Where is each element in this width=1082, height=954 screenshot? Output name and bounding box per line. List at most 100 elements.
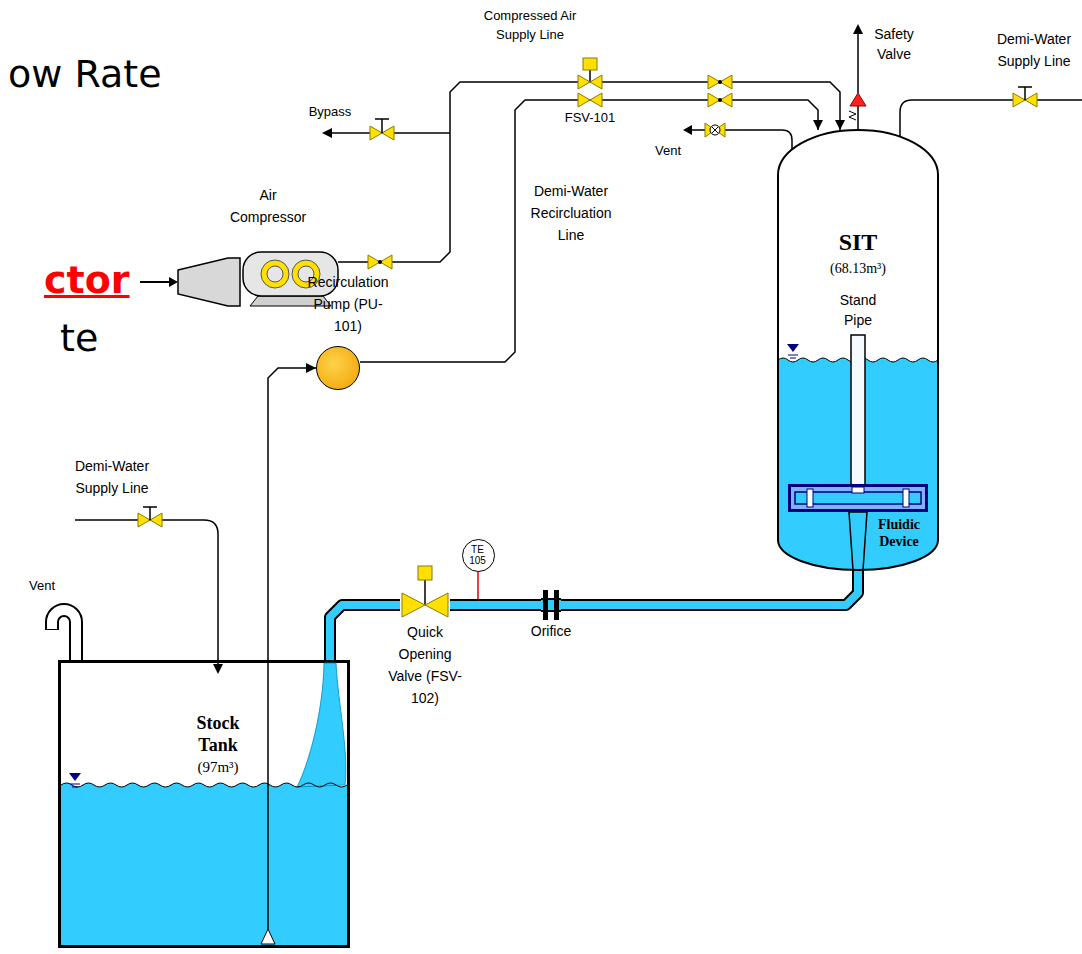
level-mark-lines [788,355,798,358]
suction-line [268,368,316,660]
stand-pipe: Stand Pipe [832,290,884,330]
flow-line [268,368,316,660]
relief-arrowhead [853,24,863,34]
gate-valve [578,93,602,107]
water-surface [61,783,347,787]
check-valve-dot [718,80,722,84]
discharge-nozzle [849,512,867,570]
bypass-arrowhead [322,128,332,138]
device-post [903,489,909,507]
line-label: Demi-Water Recircluation Line [524,180,618,246]
device-post [807,489,813,507]
part-name: Quick Opening Valve (FSV-102) [388,621,462,709]
actuator-stem [424,580,426,605]
sensor-stub [477,571,479,599]
tank-vent-outline [52,610,76,660]
orifice-shape [541,590,561,620]
valve-handle [375,119,389,133]
level-mark [787,344,799,352]
suction-pipe [267,663,269,929]
check-valve [368,255,392,269]
discharge-pipe [330,605,400,660]
slide-text-fragment: ow Rate [8,52,162,96]
valve-label: Safety Valve [868,24,920,64]
supply-arrowhead [213,664,223,674]
orifice: Orifice [541,590,561,620]
recirculation-line [360,100,818,362]
tank-volume: (97m³) [158,758,278,776]
pipe-wall [450,599,541,611]
instrument-tag: TE 105 [467,544,489,566]
fluidic-device: Fluidic Device [788,484,928,512]
line-label: Vent [648,143,688,159]
safety-valve [850,93,866,106]
stand-pipe [851,335,865,485]
compressor-lobe-core [267,266,283,282]
slide-text-fragment: te [60,316,98,360]
line-label: Compressed Air Supply Line [470,6,590,44]
stock-tank: Stock Tank (97m³) [58,660,350,948]
flow-line [338,82,840,262]
supply-line [900,100,1082,137]
level-mark-lines [70,784,80,787]
level-mark [69,773,81,781]
part-name: Air Compressor [226,184,310,228]
part-name: Orifice [521,622,581,640]
vent-valve-ball [710,125,720,135]
water-jet [297,663,346,787]
solenoid-valve [578,75,602,89]
vent-valve [705,123,725,137]
vent-valve-cross [712,127,718,133]
foot-strainer [261,929,275,944]
vessel-body [778,130,938,570]
valve-actuator [418,566,432,580]
valve-tag: FSV-101 [555,110,625,126]
check-valve [708,75,732,89]
pipe-water [450,601,541,609]
part-name: Recirculation Pump (PU-101) [303,271,393,337]
quick-opening-valve-shape [400,566,450,618]
recirculation-pump: Recirculation Pump (PU-101) [316,346,360,390]
temperature-element: TE 105 [462,539,495,572]
fluidic-device-shape [791,487,925,509]
vessel-name: SIT [778,228,938,256]
line-label: Demi-Water Supply Line [69,455,155,499]
vessel-outline [778,130,938,570]
input-arrow-line [140,281,170,283]
check-valve-dot [718,98,722,102]
tank-name: Stock Tank [188,712,248,756]
input-arrowhead [169,277,178,287]
line-label: Demi-Water Supply Line [991,28,1077,72]
sit-vessel: SIT (68.13m³) Stand PipeFluidic Device [778,130,938,570]
compressor-lobe [261,260,289,288]
supply-line [75,520,218,664]
valve-handle [143,507,157,520]
vortex-chamber [795,492,921,504]
actuator-stem [589,70,591,82]
orifice-plate [543,590,548,620]
valve-handle [1018,87,1032,100]
vessel-volume: (68.13m³) [778,260,938,278]
part-name: Stand Pipe [832,290,884,330]
safety-valve-stem [857,106,859,130]
compressed-air-line [338,82,840,262]
stock-tank-shape [61,663,347,945]
slide-text-fragment: ctor [44,258,130,302]
relief-line [857,34,859,93]
flow-line [360,100,818,362]
check-valve [708,93,732,107]
safety-valve-spring [849,111,856,120]
part-name: Fluidic Device [872,516,926,550]
pipe-water [330,605,400,660]
quick-opening-valve: Quick Opening Valve (FSV-102) [400,566,450,618]
line-label: Bypass [300,104,360,120]
tank-water [61,783,347,945]
pipe-wall [330,605,400,660]
check-valve-dot [378,260,382,264]
vent-arrowhead [683,125,692,135]
discharge-pipe [450,605,541,606]
compressor-motor [178,258,240,306]
